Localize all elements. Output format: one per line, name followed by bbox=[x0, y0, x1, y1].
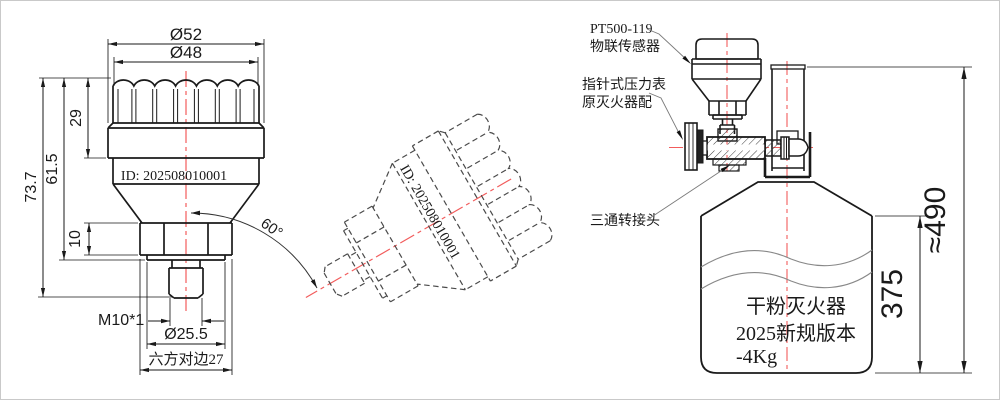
dim-m10: M10*1 bbox=[98, 312, 144, 329]
label-gauge-line2: 原灭火器配 bbox=[582, 95, 652, 111]
dim-490: ≈490 bbox=[919, 187, 952, 254]
left-dimension-lines bbox=[42, 43, 264, 371]
outlet-nut-lines bbox=[783, 137, 787, 159]
right-dimension-lines bbox=[919, 67, 965, 373]
leader-tee bbox=[646, 166, 728, 221]
right-extension-lines bbox=[807, 66, 972, 374]
callouts: PT500-119 物联传感器 指针式压力表 原灭火器配 三通转接头 bbox=[582, 22, 730, 229]
outlet-nut bbox=[780, 136, 790, 160]
outlet-bullet bbox=[788, 138, 809, 157]
dim-61-5: 61.5 bbox=[44, 153, 61, 184]
device-id-text: ID: 202508010001 bbox=[121, 169, 227, 184]
tee-bottom-step1 bbox=[712, 158, 747, 166]
tilted-outline bbox=[323, 113, 553, 303]
angle-label: 60° bbox=[257, 215, 285, 242]
tee-adapter bbox=[684, 122, 809, 172]
tee-outlet-pipe bbox=[764, 139, 782, 157]
label-sensor-name: 物联传感器 bbox=[590, 38, 660, 55]
bottle-text-line3: -4Kg bbox=[736, 346, 777, 368]
right-dim-arrows bbox=[917, 67, 967, 373]
leader-sensor bbox=[646, 28, 689, 62]
gauge-dial-lines bbox=[688, 123, 694, 170]
bottle-text-line1: 干粉灭火器 bbox=[746, 295, 846, 318]
label-gauge-line1: 指针式压力表 bbox=[582, 77, 666, 93]
tilted-centerline bbox=[305, 178, 512, 299]
bracket bbox=[763, 132, 812, 179]
bottle-shoulder bbox=[700, 181, 873, 217]
angle-arc bbox=[190, 212, 318, 289]
dim-dia52: Ø52 bbox=[170, 25, 202, 44]
dim-dia25-5: Ø25.5 bbox=[164, 326, 208, 343]
tube-top bbox=[770, 64, 806, 70]
label-sensor-model: PT500-119 bbox=[590, 22, 652, 37]
bottle-text-line2: 2025新规版本 bbox=[736, 322, 856, 345]
left-sensor-outline bbox=[107, 79, 265, 299]
bottle: 干粉灭火器 2025新规版本 -4Kg bbox=[700, 181, 873, 374]
dim-10: 10 bbox=[67, 230, 84, 248]
left-dim-arrows bbox=[40, 41, 264, 373]
arc-arrow-start bbox=[191, 210, 200, 216]
left-extension-lines bbox=[38, 39, 265, 375]
gauge-dial bbox=[684, 122, 698, 171]
left-view: ID: 202508010001 Ø52 Ø48 29 bbox=[23, 25, 265, 375]
tee-bore bbox=[707, 144, 765, 151]
dim-73-7: 73.7 bbox=[23, 171, 40, 202]
dim-dia48: Ø48 bbox=[170, 43, 202, 62]
extinguisher-view: 干粉灭火器 2025新规版本 -4Kg ≈490 375 PT500-119 物… bbox=[582, 22, 972, 374]
bottle-body bbox=[700, 216, 873, 374]
label-tee: 三通转接头 bbox=[590, 212, 660, 229]
dim-29: 29 bbox=[68, 109, 85, 127]
tee-bottom-step2 bbox=[718, 164, 740, 172]
break-line-lower bbox=[700, 271, 873, 290]
gauge-back-plate bbox=[696, 129, 704, 164]
mounted-sensor bbox=[691, 38, 762, 134]
dim-hex27: 六方对边27 bbox=[148, 351, 224, 368]
break-line-upper bbox=[700, 249, 873, 268]
leader-tee-arrow bbox=[720, 165, 730, 173]
knurl-ridges bbox=[117, 89, 255, 123]
arc-arrow-end bbox=[310, 279, 317, 288]
tilted-view: ID: 202508010001 bbox=[305, 113, 553, 303]
leader-sensor-arrow bbox=[682, 55, 691, 64]
leader-gauge-arrow bbox=[676, 130, 683, 140]
leader-gauge bbox=[648, 92, 681, 136]
dim-375: 375 bbox=[876, 269, 909, 319]
